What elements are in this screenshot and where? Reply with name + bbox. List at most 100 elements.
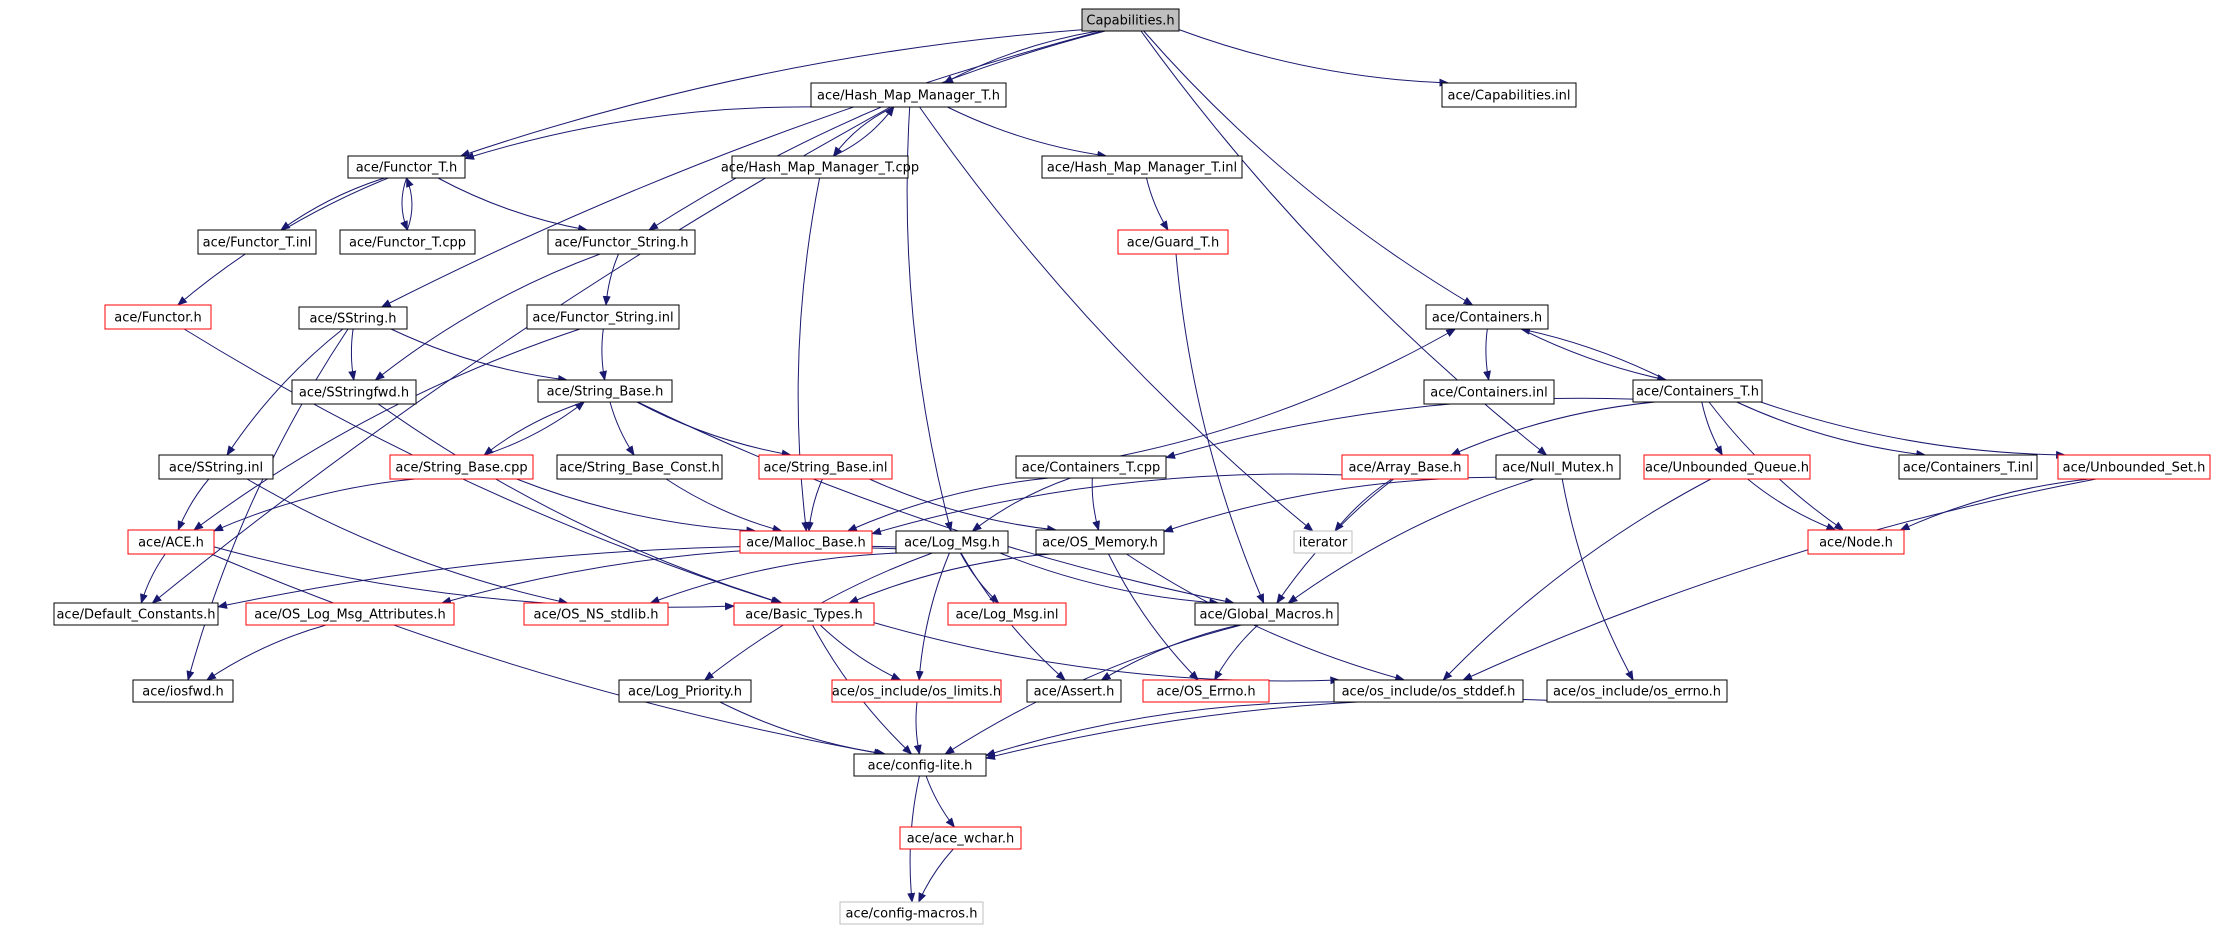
node-basic_types_h[interactable]: ace/Basic_Types.h	[733, 602, 875, 626]
edge-os_limits_h-to-config_lite_h	[913, 701, 922, 755]
node-box	[1142, 679, 1270, 703]
node-box	[895, 530, 1009, 554]
node-ace_h[interactable]: ace/ACE.h	[127, 529, 215, 555]
node-functor_t_cpp[interactable]: ace/Functor_T.cpp	[339, 229, 476, 255]
node-string_base_h[interactable]: ace/String_Base.h	[537, 379, 673, 403]
node-box	[1333, 679, 1524, 703]
node-unbounded_queue_h[interactable]: ace/Unbounded_Queue.h	[1643, 454, 1811, 480]
node-containers_t_h[interactable]: ace/Containers_T.h	[1632, 379, 1763, 403]
node-hmm_inl[interactable]: ace/Hash_Map_Manager_T.inl	[1041, 155, 1243, 179]
node-box	[731, 155, 909, 179]
node-label: ace/Hash_Map_Manager_T.cpp	[721, 161, 919, 176]
node-os_memory_h[interactable]: ace/OS_Memory.h	[1035, 529, 1165, 555]
edge-basic_types_h-to-os_limits_h	[819, 624, 902, 681]
node-box	[1293, 530, 1353, 554]
node-config_lite_h[interactable]: ace/config-lite.h	[853, 753, 987, 777]
edge-cap_h-to-cap_inl	[1178, 29, 1450, 87]
node-box	[758, 454, 893, 480]
edge-string_base_cpp-to-malloc_base_h	[516, 478, 757, 535]
node-box	[132, 679, 234, 703]
node-os_limits_h[interactable]: ace/os_include/os_limits.h	[831, 679, 1002, 703]
node-functor_t_inl[interactable]: ace/Functor_T.inl	[197, 229, 317, 255]
node-box	[899, 826, 1022, 850]
node-string_base_const_h[interactable]: ace/String_Base_Const.h	[556, 454, 723, 480]
node-box	[739, 530, 873, 554]
edge-containers_t_h-to-unbounded_set_h	[1760, 401, 2067, 459]
node-log_priority_h[interactable]: ace/Log_Priority.h	[618, 679, 752, 703]
node-label: ace/Functor_String.inl	[532, 311, 673, 326]
node-label: ace/String_Base.inl	[763, 461, 887, 476]
node-os_stddef_h[interactable]: ace/os_include/os_stddef.h	[1333, 679, 1524, 703]
node-box	[1425, 304, 1549, 330]
node-label: Capabilities.h	[1086, 14, 1174, 29]
node-cap_inl[interactable]: ace/Capabilities.inl	[1441, 82, 1577, 108]
node-malloc_base_h[interactable]: ace/Malloc_Base.h	[739, 530, 873, 554]
node-string_base_inl[interactable]: ace/String_Base.inl	[758, 454, 893, 480]
node-functor_string_inl[interactable]: ace/Functor_String.inl	[526, 304, 680, 330]
node-hmm_cpp[interactable]: ace/Hash_Map_Manager_T.cpp	[721, 155, 919, 179]
node-containers_t_cpp[interactable]: ace/Containers_T.cpp	[1015, 455, 1167, 479]
node-sstringfwd_h[interactable]: ace/SStringfwd.h	[291, 379, 417, 405]
node-containers_h[interactable]: ace/Containers.h	[1425, 304, 1549, 330]
node-os_ns_stdlib_h[interactable]: ace/OS_NS_stdlib.h	[523, 602, 669, 626]
node-label: ace/Guard_T.h	[1127, 236, 1219, 251]
node-unbounded_set_h[interactable]: ace/Unbounded_Set.h	[2057, 454, 2211, 480]
node-label: ace/Capabilities.inl	[1448, 89, 1571, 104]
node-containers_t_inl[interactable]: ace/Containers_T.inl	[1898, 454, 2038, 480]
edge-null_mutex_h-to-os_errno2_h	[1561, 478, 1634, 681]
node-assert_h[interactable]: ace/Assert.h	[1026, 679, 1122, 703]
edge-log_priority_h-to-config_lite_h	[719, 701, 887, 757]
node-log_msg_inl[interactable]: ace/Log_Msg.inl	[947, 602, 1067, 626]
edge-string_base_const_h-to-malloc_base_h	[665, 478, 783, 533]
node-box	[1194, 602, 1339, 626]
edge-functor_t_h-to-functor_string_h	[437, 177, 589, 233]
node-iosfwd_h[interactable]: ace/iosfwd.h	[132, 679, 234, 703]
node-log_msg_h[interactable]: ace/Log_Msg.h	[895, 530, 1009, 554]
edge-cap_h-to-hmm_h	[943, 30, 1098, 84]
node-hmm_h[interactable]: ace/Hash_Map_Manager_T.h	[810, 82, 1007, 108]
edge-hmm_h-to-default_constants_h	[151, 106, 891, 604]
node-cap_h[interactable]: Capabilities.h	[1081, 8, 1180, 32]
node-ace_wchar_h[interactable]: ace/ace_wchar.h	[899, 826, 1022, 850]
node-box	[339, 229, 476, 255]
node-default_constants_h[interactable]: ace/Default_Constants.h	[53, 602, 219, 626]
edge-string_base_inl-to-os_memory_h	[869, 478, 1058, 534]
node-functor_string_h[interactable]: ace/Functor_String.h	[547, 229, 696, 255]
node-label: ace/Hash_Map_Manager_T.inl	[1047, 161, 1237, 176]
node-global_macros_h[interactable]: ace/Global_Macros.h	[1194, 602, 1339, 626]
node-label: ace/Array_Base.h	[1348, 461, 1461, 476]
node-functor_t_h[interactable]: ace/Functor_T.h	[347, 155, 466, 179]
edge-ace_wchar_h-to-config_macros_h	[918, 848, 954, 903]
node-label: ace/Log_Priority.h	[628, 685, 742, 700]
node-guard_t_h[interactable]: ace/Guard_T.h	[1117, 229, 1229, 255]
edge-containers_t_h-to-unbounded_queue_h	[1701, 401, 1723, 456]
node-box	[347, 155, 466, 179]
node-sstring_h[interactable]: ace/SString.h	[298, 306, 408, 330]
edge-unbounded_set_h-to-os_stddef_h	[1462, 478, 2097, 681]
node-os_errno_h[interactable]: ace/OS_Errno.h	[1142, 679, 1270, 703]
node-config_macros_h[interactable]: ace/config-macros.h	[839, 901, 984, 925]
node-sstring_inl[interactable]: ace/SString.inl	[158, 454, 274, 480]
node-label: ace/Unbounded_Queue.h	[1645, 461, 1809, 476]
node-os_errno2_h[interactable]: ace/os_include/os_errno.h	[1546, 679, 1728, 703]
node-box	[104, 304, 212, 330]
node-null_mutex_h[interactable]: ace/Null_Mutex.h	[1495, 454, 1621, 480]
edge-ace_h-to-config_lite_h	[211, 553, 885, 757]
node-box	[158, 454, 274, 480]
edge-hmm_h-to-iterator	[919, 106, 1314, 532]
node-box	[389, 454, 534, 480]
node-array_base_h[interactable]: ace/Array_Base.h	[1341, 454, 1469, 480]
node-label: ace/SStringfwd.h	[299, 386, 409, 401]
node-box	[810, 82, 1007, 108]
edge-global_macros_h-to-config_lite_h	[944, 624, 1242, 755]
node-os_log_msg_attr_h[interactable]: ace/OS_Log_Msg_Attributes.h	[245, 602, 455, 626]
edge-os_memory_h-to-basic_types_h	[848, 553, 1051, 604]
node-iterator[interactable]: iterator	[1293, 530, 1353, 554]
node-box	[1041, 155, 1243, 179]
node-box	[1035, 529, 1165, 555]
node-string_base_cpp[interactable]: ace/String_Base.cpp	[389, 454, 534, 480]
node-node_h[interactable]: ace/Node.h	[1807, 529, 1905, 555]
node-containers_inl[interactable]: ace/Containers.inl	[1423, 379, 1555, 405]
node-functor_h[interactable]: ace/Functor.h	[104, 304, 212, 330]
